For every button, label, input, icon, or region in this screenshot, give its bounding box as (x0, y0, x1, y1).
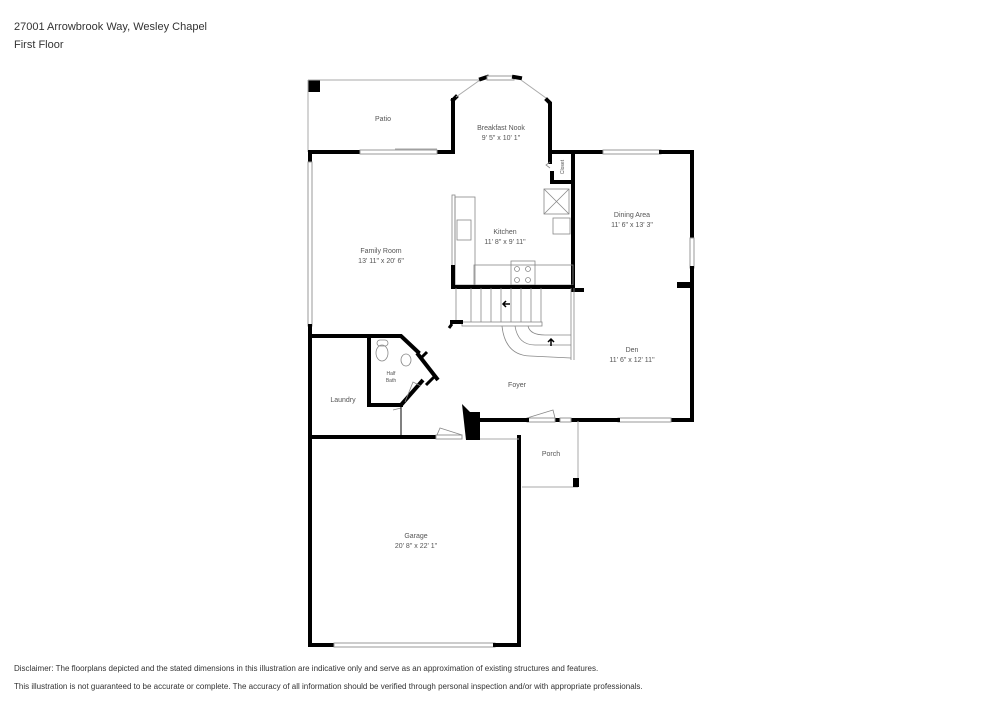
property-address: 27001 Arrowbrook Way, Wesley Chapel (14, 21, 207, 33)
breakfast-nook-dims: 9' 5" x 10' 1" (482, 135, 521, 142)
dining-area-label: Dining Area (614, 212, 650, 219)
garage-label: Garage (404, 533, 427, 540)
half-bath-label-1: Half (387, 371, 397, 377)
kitchen-label: Kitchen (493, 229, 516, 236)
den-label: Den (626, 347, 639, 354)
exterior-walls (307, 74, 695, 648)
half-bath-label-2: Bath (386, 378, 397, 384)
porch (522, 421, 579, 488)
closet-label: Closet (560, 159, 566, 174)
kitchen-dims: 11' 8" x 9' 11" (484, 239, 526, 246)
laundry-label: Laundry (330, 397, 356, 404)
garage-dims: 20' 8" x 22' 1" (395, 543, 438, 550)
patio-label: Patio (375, 116, 391, 123)
breakfast-nook-label: Breakfast Nook (477, 125, 525, 132)
patio (307, 79, 483, 152)
floor-label: First Floor (14, 39, 64, 51)
den-dims: 11' 6" x 12' 11" (609, 357, 655, 364)
foyer-label: Foyer (508, 382, 527, 389)
kitchen-fixtures (451, 194, 575, 289)
family-room-dims: 13' 11" x 20' 6" (358, 258, 404, 265)
staircase (447, 288, 575, 360)
half-bath-laundry (308, 334, 440, 437)
disclaimer-line-2: This illustration is not guaranteed to b… (14, 682, 643, 691)
disclaimer-line-1: Disclaimer: The floorplans depicted and … (14, 664, 599, 673)
porch-label: Porch (542, 451, 560, 458)
family-room-label: Family Room (360, 248, 401, 255)
dining-area-dims: 11' 6" x 13' 3" (611, 222, 653, 229)
